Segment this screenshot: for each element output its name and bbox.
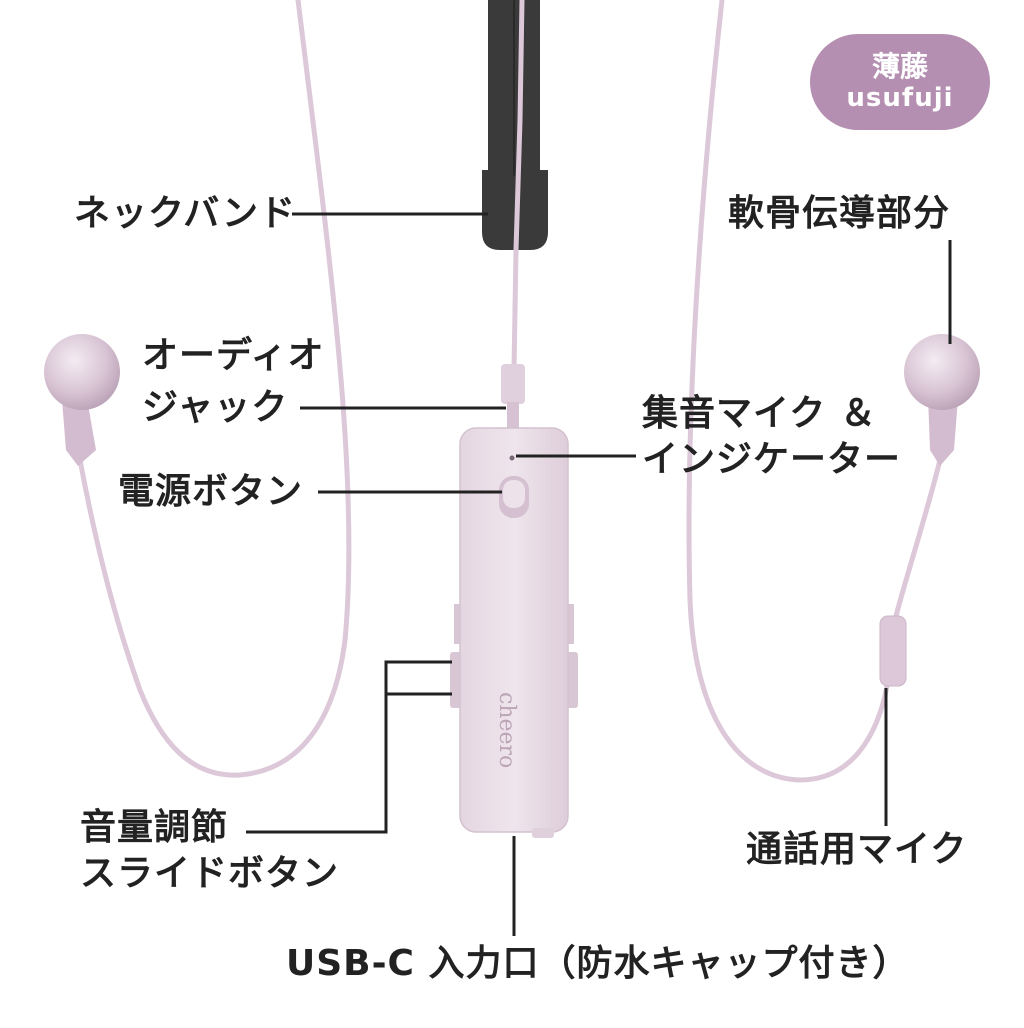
brand-logo: cheero [494, 692, 519, 768]
power-button [503, 480, 525, 508]
label-power-button: 電源ボタン [118, 471, 304, 512]
badge-color-romaji: usufuji [846, 83, 954, 113]
label-call-mic: 通話用マイク [746, 829, 968, 870]
leader-lines [246, 212, 952, 936]
usb-cap [532, 828, 554, 838]
label-neckband: ネックバンド [74, 193, 297, 234]
badge-color-name: 薄藤 [871, 50, 928, 83]
color-badge: 薄藤 usufuji [810, 34, 990, 130]
label-mic-indicator-1: 集音マイク ＆ [642, 393, 877, 434]
label-volume-1: 音量調節 [80, 807, 229, 848]
label-mic-indicator-2: インジケーター [642, 439, 902, 480]
right-ear-cable [892, 457, 943, 623]
right-cable [686, 0, 891, 783]
mic-indicator-dot [509, 455, 515, 461]
label-volume-2: スライドボタン [80, 853, 340, 894]
label-audio-jack-1: オーディオ [142, 335, 325, 376]
left-cable [77, 0, 352, 778]
control-unit [450, 427, 578, 838]
label-cartilage-conduction: 軟骨伝導部分 [728, 193, 951, 234]
left-earpiece [44, 334, 120, 466]
call-mic-capsule [879, 615, 907, 687]
label-usb-port: USB-C 入力口（防水キャップ付き） [286, 943, 910, 984]
label-audio-jack-2: ジャック [142, 387, 289, 428]
cable-set [77, 0, 943, 783]
audio-jack-plug [501, 364, 525, 432]
jack-cable [511, 0, 525, 373]
right-earpiece [904, 334, 980, 466]
